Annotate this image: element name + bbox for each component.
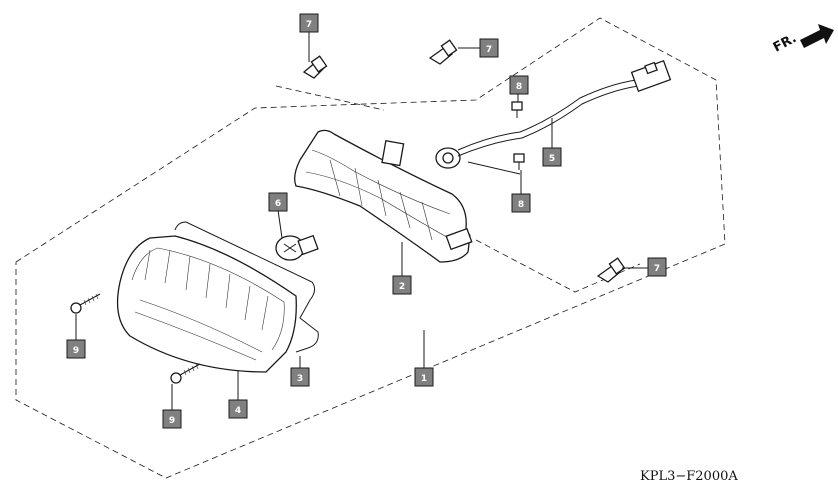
callout-8-upper[interactable]: 8 [509,75,529,95]
diagram-code: KPL3−F2000A [640,469,738,484]
screw-7-middle [428,39,458,65]
callout-7-middle[interactable]: 7 [479,38,499,58]
callout-label: 8 [518,200,524,210]
callout-label: 5 [549,154,555,164]
screw-9-upper [70,293,101,314]
callout-8-lower[interactable]: 8 [511,193,531,213]
callout-label: 8 [516,82,522,92]
arrow-icon [800,24,834,48]
leader-lines [75,32,648,410]
callout-label: 9 [169,416,175,426]
callout-label: 3 [297,374,303,384]
callout-label: 7 [306,20,312,30]
taillight-lens [116,235,297,373]
callout-5[interactable]: 5 [542,147,562,167]
screw-8-upper [511,101,523,118]
assembly-outline [15,17,726,479]
callout-3[interactable]: 3 [290,367,310,387]
screw-7-top [302,55,328,79]
callout-9-lower[interactable]: 9 [162,409,182,429]
callout-9-upper[interactable]: 9 [66,339,86,359]
callout-4[interactable]: 4 [228,399,248,419]
screw-9-lower [170,363,201,384]
taillight-base [294,129,473,263]
callout-label: 7 [486,45,492,55]
callout-label: 7 [654,264,660,274]
direction-label: FR. [771,31,799,56]
callout-6[interactable]: 6 [268,192,288,212]
callout-7-top[interactable]: 7 [299,13,319,33]
callout-label: 4 [235,406,241,416]
callout-label: 6 [275,199,281,209]
callout-label: 2 [399,282,405,292]
wire-harness [435,59,672,175]
callout-1[interactable]: 1 [414,367,434,387]
callout-2[interactable]: 2 [392,275,412,295]
callout-7-right[interactable]: 7 [647,257,667,277]
callout-label: 9 [73,346,79,356]
seal-gasket [174,221,319,353]
front-direction-indicator: FR. [771,24,834,56]
bulb [275,234,319,261]
screw-7-right [596,257,626,283]
callout-label: 1 [421,374,427,384]
screw-8-lower [513,153,525,170]
